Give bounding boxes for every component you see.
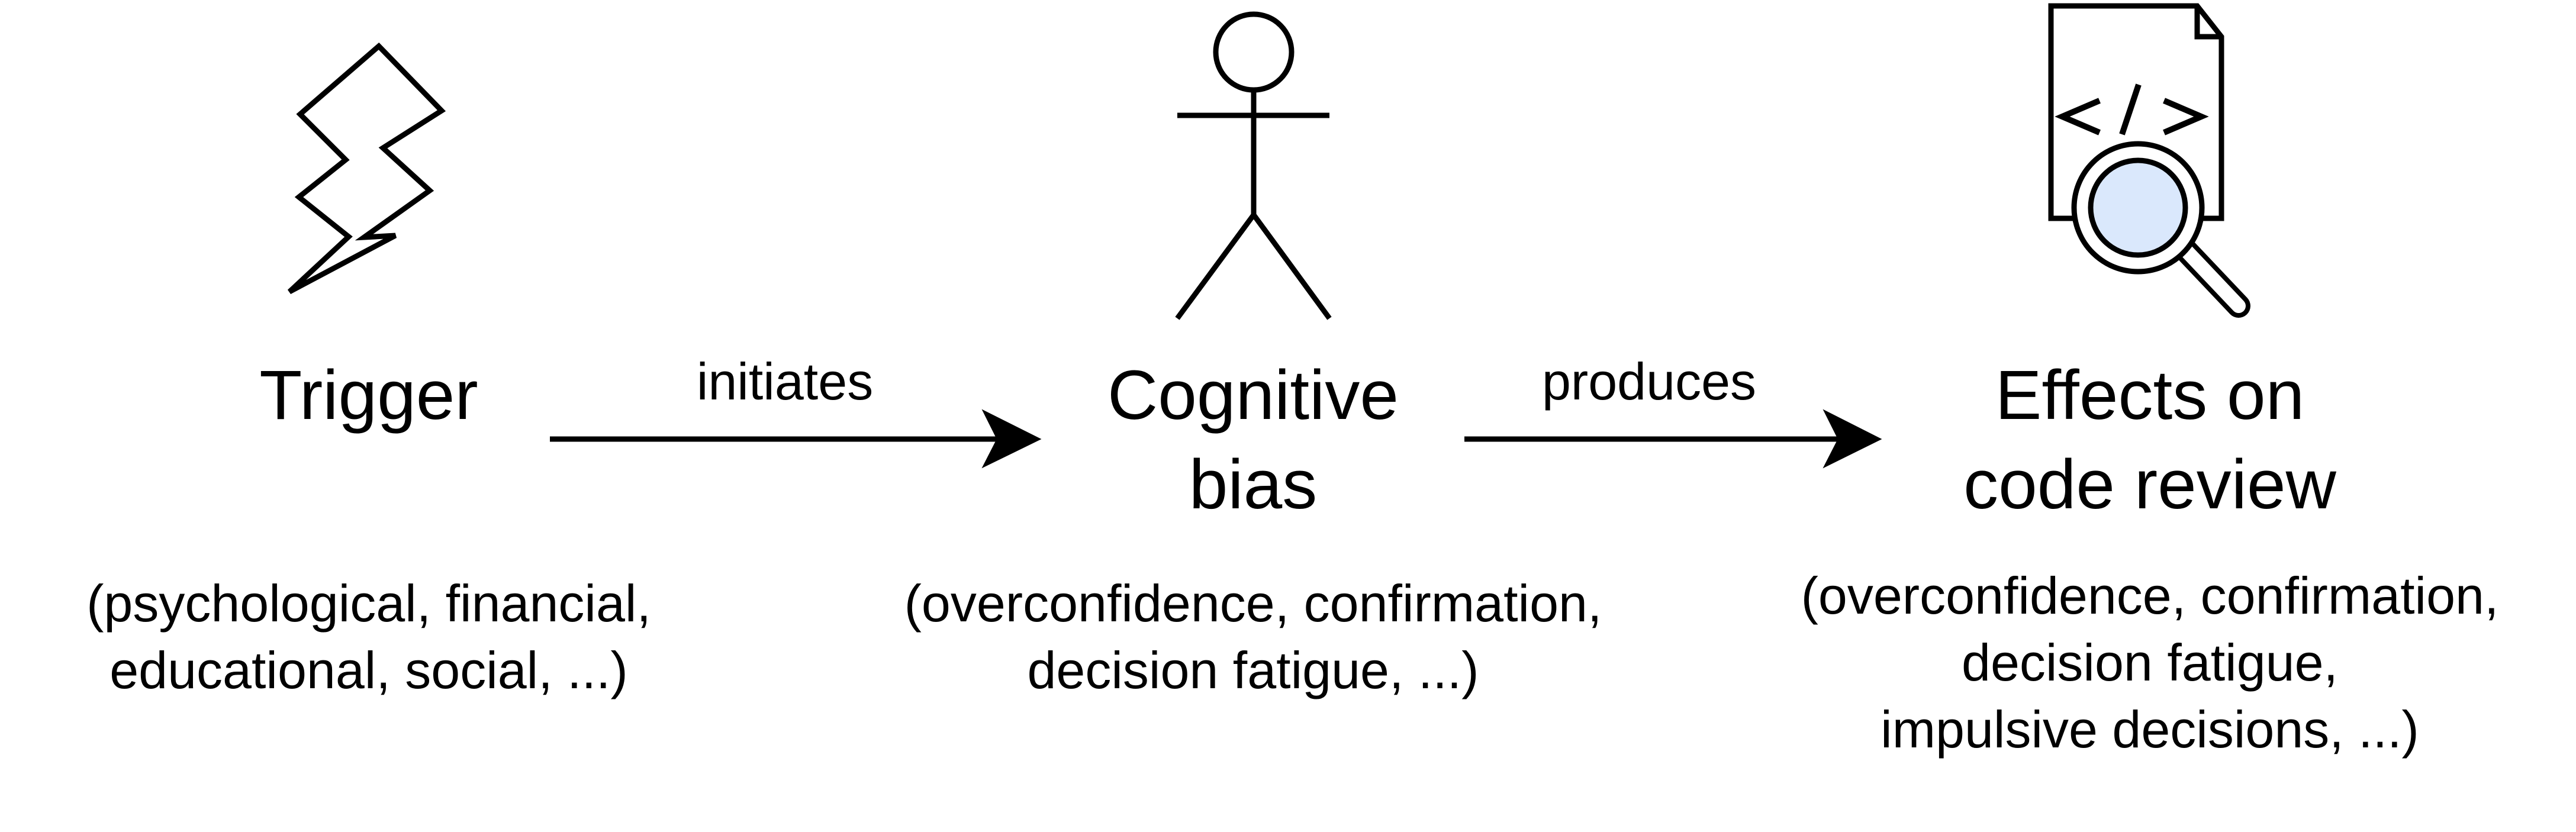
trigger-examples-line: educational, social, ...) — [110, 641, 628, 699]
effects-title: Effects on code review — [1963, 351, 2336, 530]
magnifier-lens — [2088, 157, 2188, 258]
effects-examples-line: impulsive decisions, ...) — [1881, 700, 2419, 759]
lightning-bolt-icon — [287, 42, 446, 294]
bias-title: Cognitive bias — [1107, 351, 1399, 530]
trigger-examples-line: (psychological, financial, — [86, 574, 651, 633]
bias-title-line: bias — [1189, 446, 1318, 524]
code-brackets-glyph — [2055, 83, 2209, 136]
magnifier-handle — [2174, 238, 2250, 318]
bias-examples-line: (overconfidence, confirmation, — [904, 574, 1602, 633]
initiates-arrow — [550, 409, 1042, 469]
stick-figure-person-icon — [1175, 11, 1332, 320]
trigger-examples: (psychological, financial, educational, … — [86, 570, 651, 704]
code-document-magnifier-icon — [2048, 3, 2250, 318]
effects-examples-line: decision fatigue, — [1962, 633, 2338, 692]
effects-title-line: Effects on — [1995, 356, 2305, 434]
bias-title-line: Cognitive — [1107, 356, 1399, 434]
produces-arrow — [1464, 409, 1882, 469]
bias-examples: (overconfidence, confirmation, decision … — [904, 570, 1602, 704]
effects-examples: (overconfidence, confirmation, decision … — [1801, 562, 2499, 763]
effects-examples-line: (overconfidence, confirmation, — [1801, 566, 2499, 625]
trigger-title: Trigger — [259, 356, 478, 434]
produces-label: produces — [1541, 352, 1757, 411]
initiates-label: initiates — [696, 352, 874, 411]
effects-title-line: code review — [1963, 446, 2336, 524]
bias-examples-line: decision fatigue, ...) — [1027, 641, 1479, 699]
